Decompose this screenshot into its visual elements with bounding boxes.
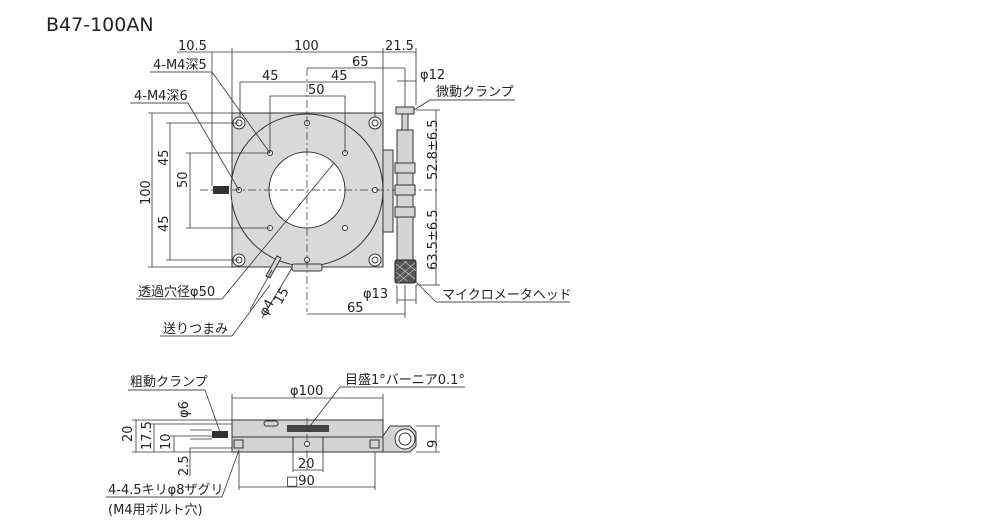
dim-phi100: φ100 xyxy=(290,384,323,399)
coarse-clamp-side xyxy=(212,431,228,438)
vernier-scale xyxy=(287,425,329,432)
label-fine-clamp: 微動クランプ xyxy=(436,85,514,100)
dim-100-top: 100 xyxy=(294,39,319,54)
dim-65-bottom: 65 xyxy=(347,301,364,316)
fine-clamp xyxy=(395,106,415,115)
dim-phi13: φ13 xyxy=(363,287,388,302)
dim-10-5: 10.5 xyxy=(178,39,207,54)
dim-20-left: 20 xyxy=(121,425,136,442)
label-scale: 目盛1°バーニア0.1° xyxy=(345,373,465,388)
dim-phi6: φ6 xyxy=(177,401,192,418)
dim-65-top: 65 xyxy=(352,55,369,70)
label-coarse-clamp: 粗動クランプ xyxy=(130,375,208,390)
label-feed-knob: 送りつまみ xyxy=(163,322,228,337)
dim-45-right: 45 xyxy=(331,69,348,84)
top-view: 10.5 100 21.5 65 45 45 50 4-M4深5 4-M4深6 … xyxy=(130,39,572,337)
dim-20-bottom: 20 xyxy=(298,457,315,472)
label-m4-depth6: 4-M4深6 xyxy=(134,89,188,104)
dim-100-left: 100 xyxy=(139,180,154,205)
dim-17-5: 17.5 xyxy=(140,421,155,450)
dim-2-5: 2.5 xyxy=(177,455,192,476)
dim-10: 10 xyxy=(159,433,174,450)
label-through-hole: 透過穴径φ50 xyxy=(138,285,215,300)
dim-45-lower: 45 xyxy=(157,215,172,232)
dim-45-left: 45 xyxy=(262,69,279,84)
coarse-clamp-top xyxy=(213,186,229,194)
side-view: 粗動クランプ 目盛1°バーニア0.1° φ100 φ6 20 17.5 10 2… xyxy=(106,373,465,518)
label-m4-depth5: 4-M4深5 xyxy=(153,58,207,73)
dim-45-upper: 45 xyxy=(157,149,172,166)
dim-21-5: 21.5 xyxy=(385,39,414,54)
dim-phi12: φ12 xyxy=(420,68,445,83)
dim-9: 9 xyxy=(426,440,441,448)
dim-63-5: 63.5±6.5 xyxy=(426,209,441,270)
label-bolt-note: (M4用ボルト穴) xyxy=(108,503,203,518)
dim-phi4: φ4 xyxy=(256,297,277,319)
dim-50-left: 50 xyxy=(176,171,191,188)
dim-sq90: □90 xyxy=(286,474,315,489)
dim-50-top: 50 xyxy=(308,83,325,98)
label-micrometer-head: マイクロメータヘッド xyxy=(442,288,572,303)
side-bracket xyxy=(382,149,394,233)
dim-52-8: 52.8±6.5 xyxy=(426,119,441,180)
model-title: B47-100AN xyxy=(46,14,154,36)
dim-15: 15 xyxy=(271,285,292,307)
label-bolt-holes: 4-4.5キリφ8ザグリ xyxy=(108,483,223,498)
